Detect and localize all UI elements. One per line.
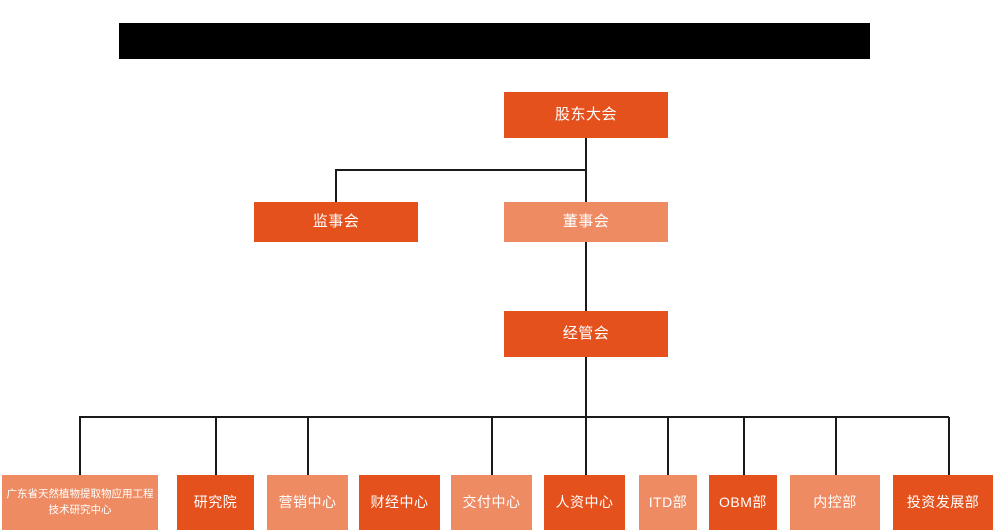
node-itd-department[interactable]: ITD部: [639, 475, 697, 530]
node-marketing-center[interactable]: 营销中心: [267, 475, 348, 530]
node-label-board-of-supervisors: 监事会: [312, 213, 360, 231]
node-label-marketing-center: 营销中心: [278, 493, 337, 510]
node-label-management-committee: 经管会: [562, 325, 610, 343]
node-investment-development-department[interactable]: 投资发展部: [893, 475, 993, 530]
node-label-hr-center: 人资中心: [555, 493, 614, 510]
redacted-title-bar: [119, 23, 870, 59]
node-research-institute[interactable]: 研究院: [177, 475, 254, 530]
connector-to-investment-development-department: [948, 417, 950, 475]
node-label-itd-department: ITD部: [648, 493, 688, 510]
connector-to-board-of-supervisors: [335, 170, 337, 202]
node-shareholders-meeting[interactable]: 股东大会: [504, 92, 668, 138]
node-hr-center[interactable]: 人资中心: [544, 475, 625, 530]
node-label-shareholders-meeting: 股东大会: [554, 106, 617, 124]
connector-level2-bus: [335, 169, 587, 171]
node-label-guangdong-research-center: 广东省天然植物提取物应用工程技术研究中心: [6, 487, 154, 516]
node-board-of-directors[interactable]: 董事会: [504, 202, 668, 242]
connector-to-delivery-center: [491, 417, 493, 475]
connector-to-guangdong-research-center: [79, 417, 81, 475]
connector-level4-bus: [79, 416, 949, 418]
node-internal-control-department[interactable]: 内控部: [790, 475, 880, 530]
connector-to-board-of-directors: [585, 170, 587, 202]
connector-to-marketing-center: [307, 417, 309, 475]
node-guangdong-research-center[interactable]: 广东省天然植物提取物应用工程技术研究中心: [2, 475, 158, 530]
connector-management-down: [585, 357, 587, 417]
node-label-internal-control-department: 内控部: [813, 493, 857, 510]
node-finance-center[interactable]: 财经中心: [359, 475, 440, 530]
connector-shareholders-down: [585, 138, 587, 170]
node-obm-department[interactable]: OBM部: [709, 475, 777, 530]
node-delivery-center[interactable]: 交付中心: [451, 475, 532, 530]
node-label-delivery-center: 交付中心: [462, 493, 521, 510]
node-label-board-of-directors: 董事会: [562, 213, 610, 231]
connector-to-itd-department: [667, 417, 669, 475]
connector-to-internal-control-department: [835, 417, 837, 475]
node-management-committee[interactable]: 经管会: [504, 311, 668, 357]
connector-to-obm-department: [743, 417, 745, 475]
node-label-finance-center: 财经中心: [370, 493, 429, 510]
node-label-research-institute: 研究院: [193, 493, 238, 510]
node-label-obm-department: OBM部: [719, 493, 767, 510]
node-label-investment-development-department: 投资发展部: [906, 493, 980, 510]
connector-directors-to-management: [585, 242, 587, 311]
connector-to-research-institute: [215, 417, 217, 475]
connector-to-hr-center: [585, 417, 587, 475]
node-board-of-supervisors[interactable]: 监事会: [254, 202, 418, 242]
